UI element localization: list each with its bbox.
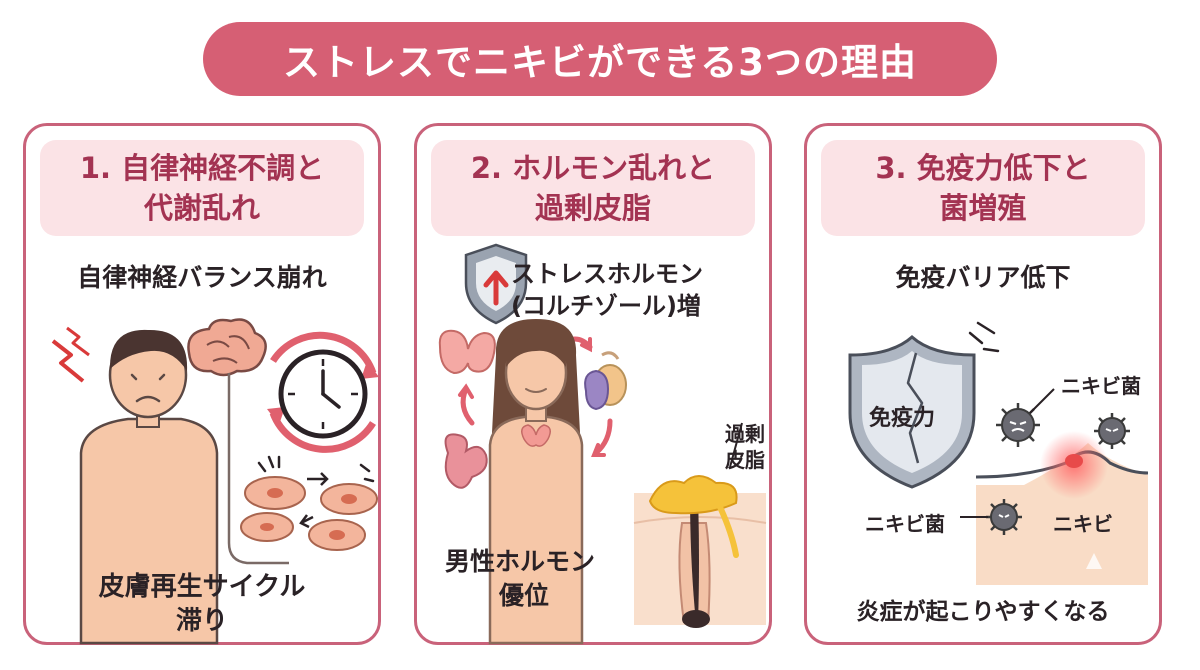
thyroid-icon: [438, 329, 496, 375]
card-2-subtitle-line1: ストレスホルモン: [511, 260, 703, 288]
card-1-illustration: [51, 318, 379, 645]
woman-icon: [488, 319, 584, 645]
card-1-subtitle: 自律神経バランス崩れ: [77, 263, 327, 292]
title-banner: ストレスでニキビができる3つの理由: [203, 22, 997, 96]
stress-spark-icon: [51, 326, 90, 383]
clock-cycle-icon: [267, 331, 379, 453]
card-2-subtitle-line2: (コルチゾール)増: [511, 292, 701, 320]
card-2-caption-line1: 男性ホルモン: [445, 547, 596, 576]
bacteria-icon: [960, 388, 1130, 535]
card-3-illustration: [848, 321, 1149, 585]
card-1-heading-line2: 代謝乱れ: [143, 191, 260, 225]
card-3-subtitle: 免疫バリア低下: [895, 263, 1071, 292]
card-2-caption-line2: 優位: [499, 581, 550, 610]
card-3-heading-line2: 菌増殖: [939, 191, 1027, 225]
reason-card-3: 3. 免疫力低下と 菌増殖 免疫バリア低下: [804, 123, 1162, 645]
hair-follicle-icon: [633, 422, 767, 628]
sebum-label-line1: 過剰: [725, 422, 765, 446]
person-icon: [79, 329, 219, 645]
card-1-caption-line1: 皮膚再生サイクル: [98, 572, 306, 602]
skin-cells-icon: [240, 455, 378, 551]
bacteria-label-top: ニキビ菌: [1061, 374, 1141, 398]
shield-up-arrow-icon: [464, 243, 528, 325]
acne-label: ニキビ: [1053, 512, 1113, 536]
shield-label: 免疫力: [869, 406, 936, 431]
card-2-heading-line1: 2. ホルモン乱れと: [470, 151, 716, 185]
bacteria-label-left: ニキビ菌: [865, 512, 945, 536]
card-1-heading-line1: 1. 自律神経不調と: [79, 151, 325, 185]
acne-bump-icon: [975, 431, 1149, 585]
card-3-heading-line1: 3. 免疫力低下と: [875, 151, 1091, 185]
page-title: ストレスでニキビができる3つの理由: [282, 41, 917, 84]
card-2-heading-line2: 過剰皮脂: [534, 191, 651, 225]
card-2-heading: 2. ホルモン乱れと 過剰皮脂: [431, 140, 755, 236]
card-1-heading: 1. 自律神経不調と 代謝乱れ: [40, 140, 364, 236]
card-3-heading: 3. 免疫力低下と 菌増殖: [821, 140, 1145, 236]
reason-card-1: 1. 自律神経不調と 代謝乱れ 自律神経バランス崩れ: [23, 123, 381, 645]
adrenal-icon: [444, 433, 488, 489]
cracked-shield-icon: [848, 321, 1000, 489]
card-2-illustration: [438, 243, 767, 645]
card-1-caption-line2: 滞り: [175, 606, 228, 636]
ovary-icon: [584, 351, 627, 411]
reason-card-2: 2. ホルモン乱れと 過剰皮脂: [414, 123, 772, 645]
sebum-label-line2: 皮脂: [725, 448, 765, 472]
brain-icon: [187, 318, 289, 565]
card-3-caption: 炎症が起こりやすくなる: [856, 599, 1110, 625]
